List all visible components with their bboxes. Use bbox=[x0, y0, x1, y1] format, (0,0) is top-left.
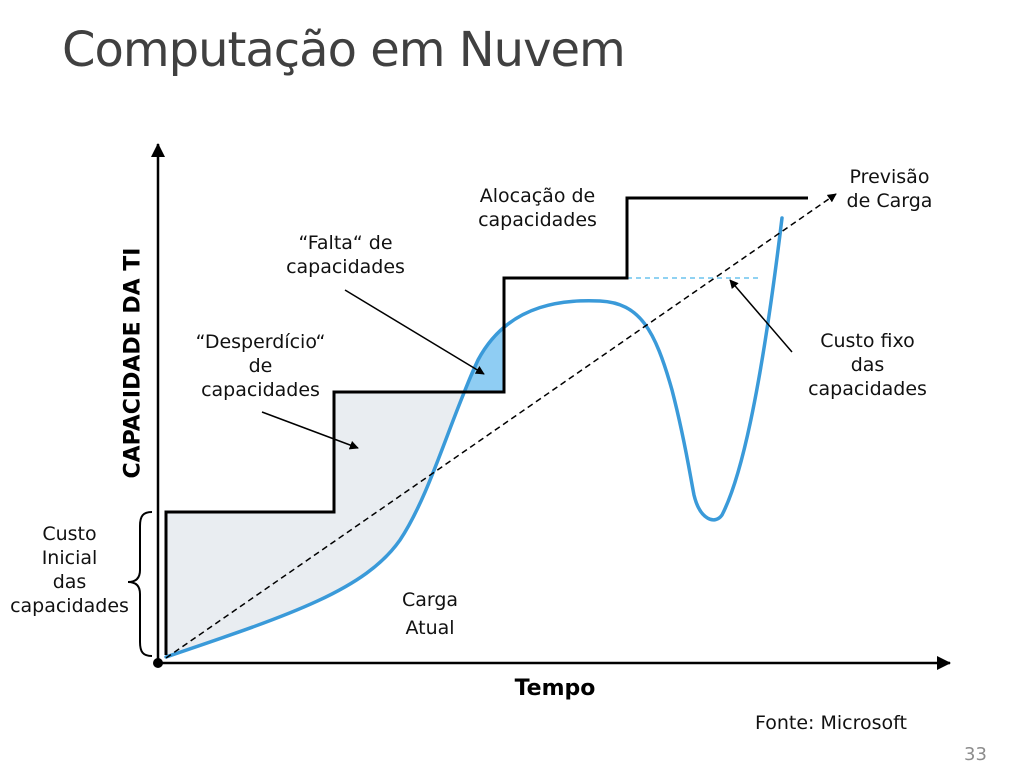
source-note: Fonte: Microsoft bbox=[755, 712, 907, 734]
waste-pointer-arrow bbox=[261, 411, 359, 450]
actual-load-label: Carga Atual bbox=[401, 589, 459, 639]
origin-dot bbox=[153, 658, 163, 668]
initial-cost-brace bbox=[127, 511, 153, 657]
capacity-shortage-label: “Falta“ de capacidades bbox=[286, 232, 405, 278]
y-axis-title: CAPACIDADE DA TI bbox=[120, 247, 146, 479]
slide-title: Computação em Nuvem bbox=[62, 22, 626, 78]
initial-cost-label: Custo Inicial das capacidades bbox=[10, 523, 129, 617]
page-number: 33 bbox=[964, 744, 987, 765]
fixed-cost-pointer-arrow bbox=[729, 279, 793, 353]
fixed-cost-label: Custo fixo das capacidades bbox=[808, 330, 927, 400]
x-axis-title: Tempo bbox=[514, 676, 596, 701]
load-forecast-label: Previsão de Carga bbox=[846, 166, 933, 212]
capacity-waste-label: “Desperdício“ de capacidades bbox=[195, 331, 326, 401]
capacity-shortage-area bbox=[463, 325, 504, 392]
capacity-allocation-steps bbox=[164, 196, 808, 655]
capacity-allocation-label: Alocação de capacidades bbox=[478, 185, 597, 231]
actual-load-curve bbox=[164, 216, 784, 659]
capacity-waste-area bbox=[166, 392, 463, 655]
shortage-pointer-arrow bbox=[344, 289, 485, 375]
load-forecast-line bbox=[165, 193, 837, 659]
